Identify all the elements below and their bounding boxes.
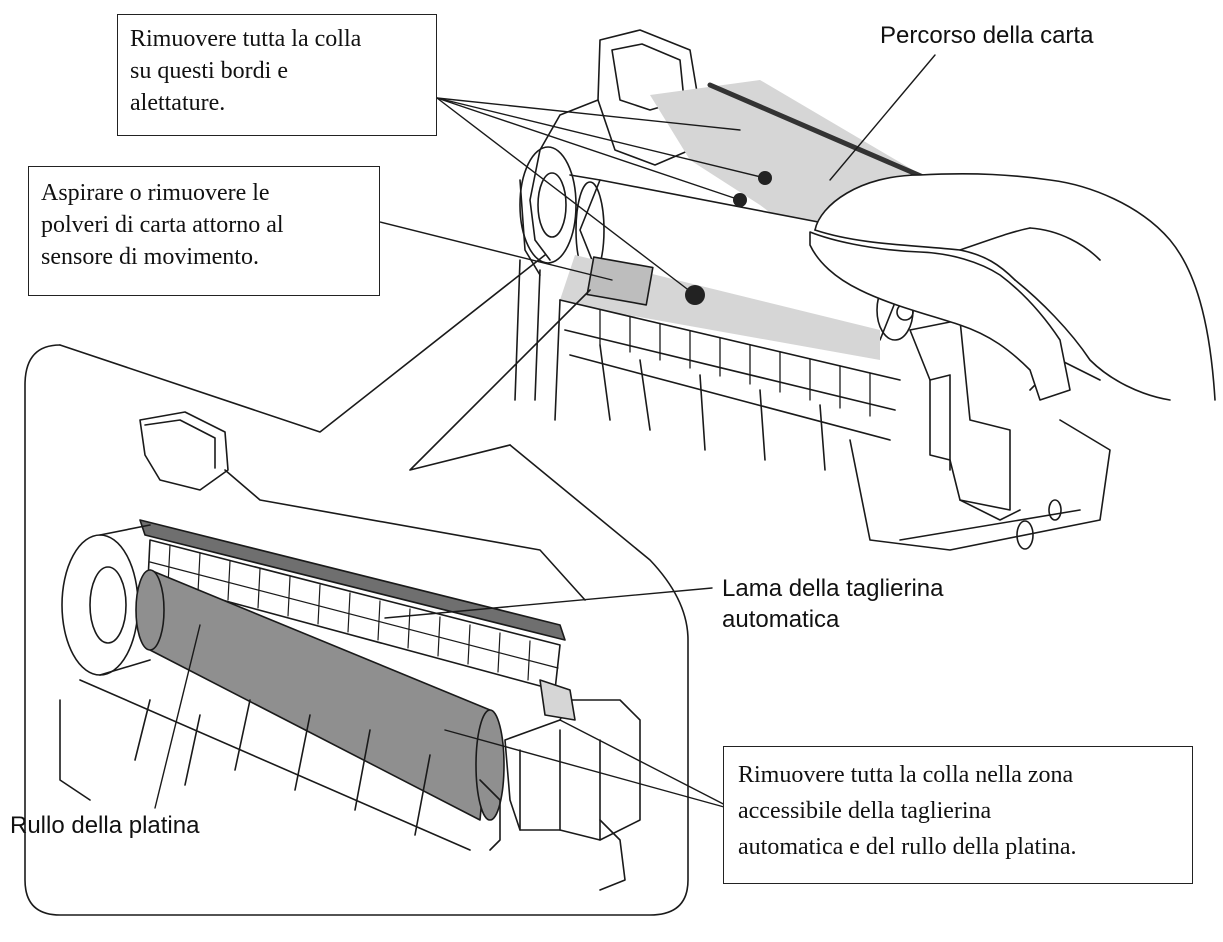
callout-line: polveri di carta attorno al [41, 212, 284, 238]
motion-sensor [586, 256, 654, 306]
label-text: Rullo della platina [10, 812, 200, 839]
cutter-blade [139, 519, 566, 641]
callout-line: Rimuovere tutta la colla nella zona [738, 762, 1074, 788]
label-platen-roller: Rullo della platina [10, 810, 199, 841]
leader-lines [154, 54, 936, 811]
callout-line: automatica e del rullo della platina. [738, 834, 1077, 860]
label-cutter-blade: Lama della taglierina automatica [722, 573, 943, 635]
callout-line: su questi bordi e [130, 58, 288, 84]
callout-dust-sensor: Aspirare o rimuovere le polveri di carta… [28, 166, 380, 296]
callout-line: accessibile della taglierina [738, 798, 992, 824]
callout-cutter-glue: Rimuovere tutta la colla nella zona acce… [723, 746, 1193, 884]
label-text: Percorso della carta [880, 22, 1094, 49]
target-dots [685, 171, 772, 305]
callout-glue-edges: Rimuovere tutta la colla su questi bordi… [117, 14, 437, 136]
callout-line: Rimuovere tutta la colla [130, 26, 362, 52]
label-text: Lama della taglierina [722, 575, 944, 602]
callout-line: alettature. [130, 90, 226, 116]
label-paper-path: Percorso della carta [880, 20, 1093, 51]
callout-line: Aspirare o rimuovere le [41, 180, 270, 206]
upper-printer-view [514, 29, 1216, 551]
callout-line: sensore di movimento. [41, 244, 259, 270]
label-text: automatica [722, 606, 840, 633]
inset-detail-view [24, 254, 689, 916]
